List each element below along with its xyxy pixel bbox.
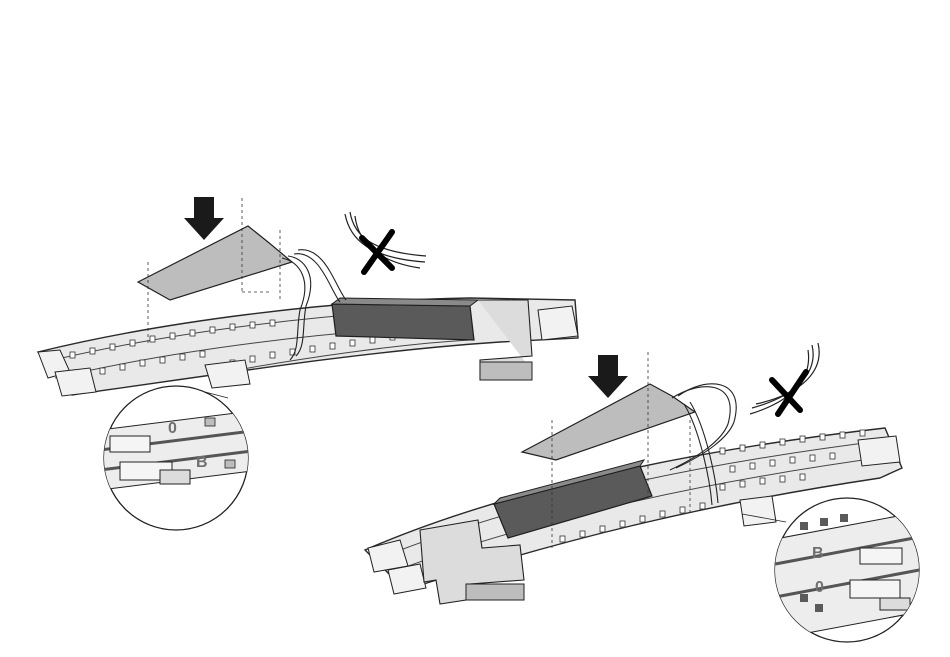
left-detail-magnifier: 0 B [100,386,260,530]
right-detail-label-0: 0 [815,579,824,596]
right-bracket-foot [466,584,524,600]
left-cover-plate [138,226,292,300]
left-detail-label-b: B [196,454,208,471]
right-crossed-out-wire-icon [750,343,819,414]
right-detail-label-b: B [812,545,824,562]
left-detail-label-0: 0 [168,420,177,437]
left-assembly: 0 B [38,197,578,530]
right-down-arrow-icon [588,355,628,398]
left-decoder-box [332,298,478,340]
left-crossed-out-wire-icon [345,212,426,272]
left-down-arrow-icon [184,197,224,240]
left-bracket-foot [480,362,532,380]
right-assembly: B 0 [365,343,930,642]
